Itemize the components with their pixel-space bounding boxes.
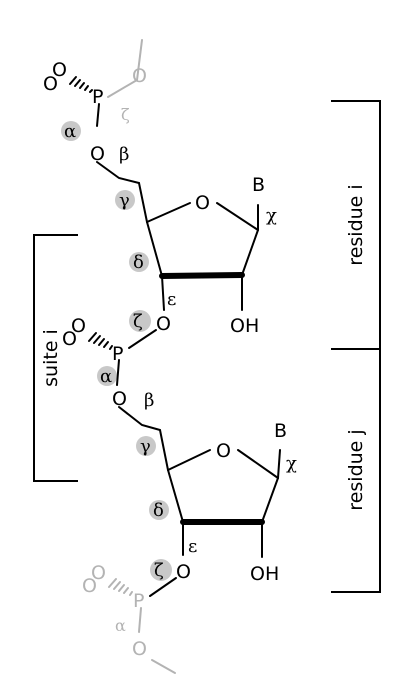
- residue-i-bracket: residue i: [331, 100, 381, 350]
- bond-p-o-bot-gray: [138, 607, 142, 633]
- atom-o-mid-double2: O: [62, 328, 77, 350]
- ring1-c3-c2-bold: [159, 272, 245, 279]
- middle-phosphate-group: [88, 329, 169, 471]
- atom-o-bot-double1: O: [91, 562, 106, 584]
- atom-p-mid: P: [112, 343, 123, 365]
- ring2-c4-c3: [167, 469, 184, 523]
- delta-1-highlight: [129, 252, 149, 272]
- bottom-phosphate-group: [108, 577, 177, 674]
- atom-o-top-double1: O: [52, 59, 67, 81]
- atom-ring-o-1: O: [195, 192, 210, 214]
- atom-o3-1: O: [156, 313, 171, 335]
- top-phosphate-group: [69, 39, 148, 223]
- atom-oh-2: OH: [250, 563, 279, 585]
- bond-c5-c4-mid: [159, 429, 169, 471]
- atom-o-bot-gray: O: [132, 638, 147, 660]
- bond-o-c-bot-gray: [151, 659, 176, 674]
- residue-j-label: residue j: [345, 429, 367, 510]
- hashed-wedge-mid: [88, 332, 113, 350]
- bond-o3-p-bot: [149, 577, 177, 597]
- ring2-c1-base: [277, 449, 281, 479]
- torsion-epsilon-1: ε: [167, 289, 176, 310]
- bond-o5-c5: [96, 161, 140, 184]
- sugar-ring-2: [167, 449, 281, 558]
- torsion-epsilon-2: ε: [188, 536, 197, 557]
- atom-o-mid-double1: O: [71, 315, 86, 337]
- ring1-o4-c1: [216, 202, 259, 231]
- gamma-2-highlight: [136, 436, 156, 456]
- atom-o5-1: O: [90, 143, 105, 165]
- bond-p-o5: [96, 103, 100, 127]
- torsion-chi-2: χ: [286, 453, 297, 474]
- gamma-1-highlight: [115, 190, 135, 210]
- torsion-alpha-1: α: [64, 121, 76, 142]
- torsion-alpha-bot: α: [115, 616, 126, 635]
- atom-o5-2: O: [112, 388, 127, 410]
- ring2-c4-o4: [167, 449, 211, 471]
- ring1-c1-c2: [241, 229, 259, 276]
- atom-p-top: P: [92, 86, 103, 108]
- torsion-beta-2: β: [144, 390, 154, 411]
- ring1-c3-o3: [161, 275, 165, 311]
- suite-i-bracket: suite i: [33, 234, 78, 482]
- torsion-beta-1: β: [119, 144, 129, 165]
- atom-o-top-double2: O: [43, 73, 58, 95]
- zeta-1-highlight: [129, 310, 151, 332]
- sugar-ring-1: [146, 202, 259, 311]
- bond-o5-c5-mid: [118, 406, 161, 431]
- atom-oh-1: OH: [230, 315, 259, 337]
- torsion-zeta-top: ζ: [121, 105, 130, 124]
- torsion-alpha-2: α: [100, 366, 112, 387]
- residue-i-label: residue i: [345, 184, 367, 265]
- zeta-2-highlight: [150, 559, 172, 581]
- atom-o3-2: O: [176, 561, 191, 583]
- ring1-c4-o4: [146, 202, 191, 223]
- residue-j-bracket: residue j: [331, 348, 381, 593]
- bond-c5-c4: [138, 182, 148, 223]
- hashed-wedge-top: [69, 76, 93, 93]
- atom-base-1: B: [252, 174, 265, 196]
- torsion-zeta-1: ζ: [133, 311, 143, 332]
- torsion-zeta-2: ζ: [154, 560, 164, 581]
- atom-o-top-gray: O: [132, 65, 147, 87]
- torsion-gamma-2: γ: [140, 436, 151, 457]
- torsion-delta-1: δ: [133, 252, 144, 273]
- bond-p-o5-mid: [116, 359, 120, 386]
- alpha-1-highlight: [61, 121, 81, 141]
- atom-p-bot: P: [133, 590, 144, 612]
- torsion-gamma-1: γ: [119, 190, 130, 211]
- alpha-2-highlight: [97, 366, 117, 386]
- atom-base-2: B: [274, 420, 287, 442]
- atom-o-bot-double2: O: [82, 575, 97, 597]
- hashed-wedge-bot: [108, 578, 133, 596]
- torsion-chi-1: χ: [266, 205, 277, 226]
- atom-ring-o-2: O: [216, 440, 231, 462]
- bond-p-o-gray: [107, 39, 143, 98]
- suite-i-label: suite i: [40, 329, 62, 387]
- torsion-delta-2: δ: [153, 500, 164, 521]
- ring2-o4-c1: [237, 449, 279, 479]
- delta-2-highlight: [149, 500, 169, 520]
- bond-o3-p-mid: [128, 329, 157, 349]
- ring2-c1-c2: [261, 477, 279, 523]
- ring1-c4-c3: [146, 221, 163, 277]
